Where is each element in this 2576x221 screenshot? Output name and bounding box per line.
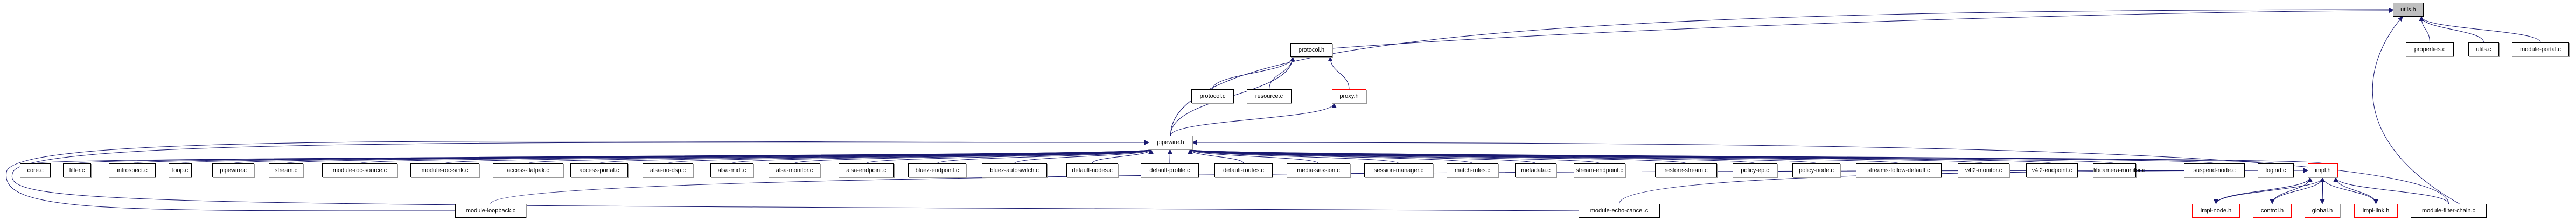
edge-module-loopback-c-to-pipewire-h	[6, 140, 1149, 211]
node-control-h[interactable]: control.h	[2253, 204, 2292, 218]
edge-utils-c-to-utils-h	[2419, 16, 2484, 43]
node-proxy-h[interactable]: proxy.h	[1332, 89, 1366, 103]
edge-pipewire-h-to-utils-h	[1170, 7, 2393, 136]
node-impl-link-h[interactable]: impl-link.h	[2354, 204, 2398, 218]
node-impl-h[interactable]: impl.h	[2308, 163, 2338, 177]
edge-proxy-h-to-protocol-h	[1328, 56, 1350, 90]
node-v4l2-endpoint-c[interactable]: v4l2-endpoint.c	[2026, 163, 2078, 177]
edge-default-nodes-c-to-pipewire-h	[1092, 149, 1154, 164]
edge-impl-h-to-impl-node-h	[2214, 177, 2323, 204]
edge-module-portal-c-to-utils-h	[2419, 16, 2541, 43]
node-media-session-c[interactable]: media-session.c	[1287, 163, 1350, 177]
node-v4l2-monitor-c[interactable]: v4l2-monitor.c	[1958, 163, 2009, 177]
node-global-h[interactable]: global.h	[2305, 204, 2340, 218]
node-protocol-c[interactable]: protocol.c	[1191, 89, 1234, 103]
edge-impl-h-to-impl-link-h	[2322, 177, 2378, 204]
node-libcamera-monitor-c[interactable]: libcamera-monitor.c	[2093, 163, 2145, 177]
node-filter-c[interactable]: filter.c	[63, 163, 91, 177]
edge-impl-h-to-pipewire-h	[1188, 149, 2323, 164]
edge-media-session-c-to-pipewire-h	[1188, 149, 1319, 164]
node-properties-c[interactable]: properties.c	[2406, 42, 2454, 56]
node-core-c[interactable]: core.c	[20, 163, 51, 177]
node-alsa-no-dsp-c[interactable]: alsa-no-dsp.c	[643, 163, 693, 177]
node-policy-ep-c[interactable]: policy-ep.c	[1733, 163, 1777, 177]
node-alsa-monitor-c[interactable]: alsa-monitor.c	[769, 163, 820, 177]
edge-bluez-autoswitch-c-to-pipewire-h	[1014, 149, 1154, 164]
edge-pipewire-h-to-proxy-h	[1170, 103, 1337, 136]
node-module-portal-c[interactable]: module-portal.c	[2512, 42, 2569, 56]
node-stream-endpoint-c[interactable]: stream-endpoint.c	[1574, 163, 1625, 177]
node-access-portal-c[interactable]: access-portal.c	[570, 163, 628, 177]
node-metadata-c[interactable]: metadata.c	[1515, 163, 1556, 177]
edge-alsa-monitor-c-to-pipewire-h	[794, 149, 1154, 164]
edge-resource-c-to-protocol-h	[1269, 56, 1295, 90]
node-protocol-h[interactable]: protocol.h	[1290, 43, 1332, 57]
edge-module-echo-cancel-c-to-pipewire-h	[11, 140, 1579, 211]
node-impl-node-h[interactable]: impl-node.h	[2192, 204, 2240, 218]
node-resource-c[interactable]: resource.c	[1247, 89, 1292, 103]
node-default-routes-c[interactable]: default-routes.c	[1214, 163, 1273, 177]
edge-impl-h-to-control-h	[2270, 177, 2323, 204]
node-introspect-c[interactable]: introspect.c	[109, 163, 156, 177]
node-alsa-midi-c[interactable]: alsa-midi.c	[710, 163, 753, 177]
node-loop-c[interactable]: loop.c	[169, 163, 192, 177]
edge-protocol-h-to-utils-h	[1332, 8, 2393, 49]
node-module-echo-cancel-c[interactable]: module-echo-cancel.c	[1579, 204, 1660, 218]
edge-stream-endpoint-c-to-pipewire-h	[1188, 149, 1600, 164]
node-module-loopback-c[interactable]: module-loopback.c	[455, 204, 526, 218]
node-pipewire-c[interactable]: pipewire.c	[212, 163, 254, 177]
node-policy-node-c[interactable]: policy-node.c	[1792, 163, 1840, 177]
node-utils-h: utils.h	[2393, 3, 2424, 17]
edges-layer	[6, 7, 2541, 211]
edge-impl-node-h-to-impl-h	[2216, 177, 2313, 204]
node-streams-follow-default-c[interactable]: streams-follow-default.c	[1856, 163, 1942, 177]
node-logind-c[interactable]: logind.c	[2258, 163, 2294, 177]
edge-module-filter-chain-c-to-pipewire-h	[1192, 140, 2449, 204]
edge-impl-link-h-to-impl-h	[2333, 177, 2376, 204]
edge-impl-h-to-global-h	[2320, 177, 2325, 204]
node-default-nodes-c[interactable]: default-nodes.c	[1066, 163, 1118, 177]
node-alsa-endpoint-c[interactable]: alsa-endpoint.c	[839, 163, 894, 177]
edge-stream-c-to-pipewire-h	[285, 149, 1153, 164]
node-stream-c[interactable]: stream.c	[269, 163, 303, 177]
node-bluez-autoswitch-c[interactable]: bluez-autoswitch.c	[982, 163, 1047, 177]
edge-module-roc-source-c-to-pipewire-h	[359, 149, 1153, 164]
node-restore-stream-c[interactable]: restore-stream.c	[1655, 163, 1717, 177]
node-suspend-node-c[interactable]: suspend-node.c	[2184, 163, 2245, 177]
node-session-manager-c[interactable]: session-manager.c	[1364, 163, 1433, 177]
edge-match-rules-c-to-pipewire-h	[1188, 149, 1473, 164]
edge-module-filter-chain-c-to-utils-h	[2372, 16, 2460, 204]
edge-alsa-endpoint-c-to-pipewire-h	[866, 149, 1154, 164]
node-module-roc-sink-c[interactable]: module-roc-sink.c	[410, 163, 479, 177]
node-utils-c[interactable]: utils.c	[2468, 42, 2499, 56]
edge-control-h-to-impl-h	[2272, 177, 2313, 204]
node-module-filter-chain-c[interactable]: module-filter-chain.c	[2411, 204, 2487, 218]
node-default-profile-c[interactable]: default-profile.c	[1141, 163, 1199, 177]
node-access-flatpak-c[interactable]: access-flatpak.c	[493, 163, 563, 177]
node-match-rules-c[interactable]: match-rules.c	[1447, 163, 1498, 177]
node-pipewire-h[interactable]: pipewire.h	[1149, 136, 1192, 149]
edge-protocol-c-to-protocol-h	[1212, 56, 1295, 90]
node-bluez-endpoint-c[interactable]: bluez-endpoint.c	[908, 163, 966, 177]
edge-bluez-endpoint-c-to-pipewire-h	[937, 149, 1154, 164]
edge-session-manager-c-to-pipewire-h	[1188, 149, 1399, 164]
node-module-roc-source-c[interactable]: module-roc-source.c	[322, 163, 397, 177]
edge-module-filter-chain-c-to-impl-h	[2333, 177, 2449, 204]
